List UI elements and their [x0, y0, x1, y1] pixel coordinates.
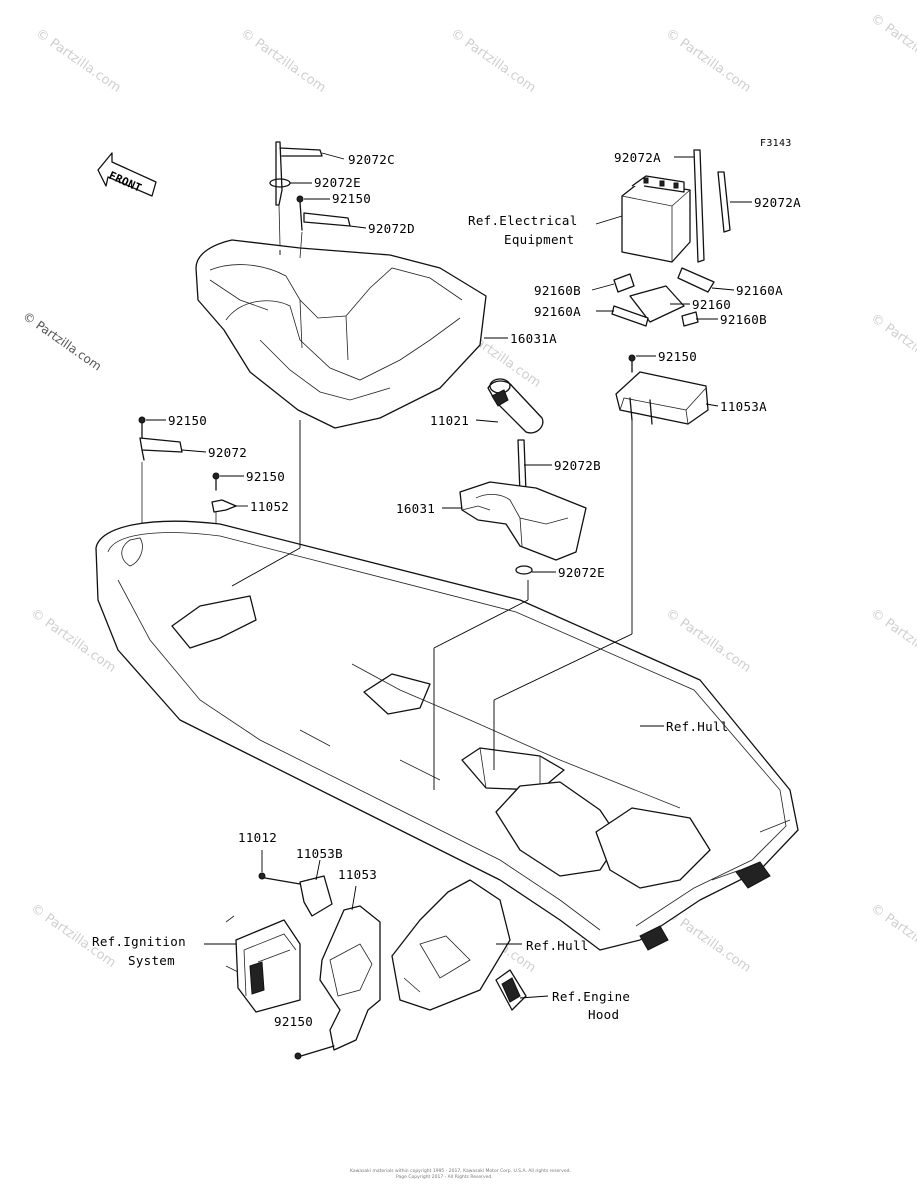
- cover-16031-group: [459, 439, 587, 575]
- battery-straps: [693, 149, 731, 263]
- callout-label: Ref.Hull: [526, 938, 589, 953]
- ignition-bracket-assembly: [225, 872, 527, 1060]
- callout-label: 92150: [658, 349, 697, 364]
- callout-label: 92160A: [534, 304, 581, 319]
- callout-label: 16031A: [510, 331, 557, 346]
- cylinder-11021: [487, 378, 544, 434]
- watermark: © Partzilla.com: [868, 11, 917, 81]
- callout-label: 11021: [430, 413, 469, 428]
- watermark: © Partzilla.com: [663, 26, 754, 96]
- callout-label: Ref.Hull: [666, 719, 729, 734]
- callout-label: 92072E: [558, 565, 605, 580]
- battery-tray: [615, 354, 709, 425]
- callout-label: Hood: [588, 1007, 619, 1022]
- callout-label: 11012: [238, 830, 277, 845]
- callout-label: 92072A: [754, 195, 801, 210]
- footer-line: Kawasaki materials within copyright 1995…: [350, 1168, 571, 1174]
- footer-line: Page Copyright 2017 - All Rights Reserve…: [396, 1174, 493, 1180]
- leader-lines: [146, 152, 752, 999]
- callout-label: 92160B: [720, 312, 767, 327]
- callout-label: 92072D: [368, 221, 415, 236]
- watermark: © Partzilla.com: [868, 311, 917, 381]
- callout-label: 92072B: [554, 458, 601, 473]
- figure-code: F3143: [760, 138, 792, 149]
- storage-cover-16031a: [195, 239, 487, 429]
- footer: Kawasaki materials within copyright 1995…: [350, 1168, 571, 1180]
- callout-label: System: [128, 953, 175, 968]
- watermark: © Partzilla.com: [33, 26, 124, 96]
- callout-label: 11053B: [296, 846, 343, 861]
- callout-label: 92072A: [614, 150, 661, 165]
- watermark: © Partzilla.com: [868, 901, 917, 971]
- callout-label: 92150: [246, 469, 285, 484]
- callout-labels: 92072C 92072E 92150 92072D 16031A 92072A…: [92, 150, 801, 1029]
- callout-label: 92072C: [348, 152, 395, 167]
- callout-label: 11052: [250, 499, 289, 514]
- callout-label: 92150: [332, 191, 371, 206]
- callout-label: 92150: [168, 413, 207, 428]
- callout-label: 92072E: [314, 175, 361, 190]
- callout-label: 92150: [274, 1014, 313, 1029]
- watermark: © Partzilla.com: [868, 606, 917, 676]
- callout-label: 92160B: [534, 283, 581, 298]
- watermark: © Partzilla.com: [448, 26, 539, 96]
- callout-label: 16031: [396, 501, 435, 516]
- watermark: © Partzilla.com: [20, 309, 104, 374]
- callout-label: 92072: [208, 445, 247, 460]
- pads-group: [611, 267, 715, 327]
- callout-label: Ref.Ignition: [92, 934, 186, 949]
- watermark: © Partzilla.com: [238, 26, 329, 96]
- callout-label: Ref.Engine: [552, 989, 630, 1004]
- callout-label: Equipment: [504, 232, 574, 247]
- callout-label: Ref.Electrical: [468, 213, 578, 228]
- hull: [95, 520, 799, 951]
- callout-label: 92160: [692, 297, 731, 312]
- watermark: © Partzilla.com: [663, 606, 754, 676]
- callout-label: 92160A: [736, 283, 783, 298]
- callout-label: 11053: [338, 867, 377, 882]
- battery: [621, 175, 691, 263]
- callout-label: 11053A: [720, 399, 767, 414]
- front-arrow-icon: FRONT: [97, 152, 157, 197]
